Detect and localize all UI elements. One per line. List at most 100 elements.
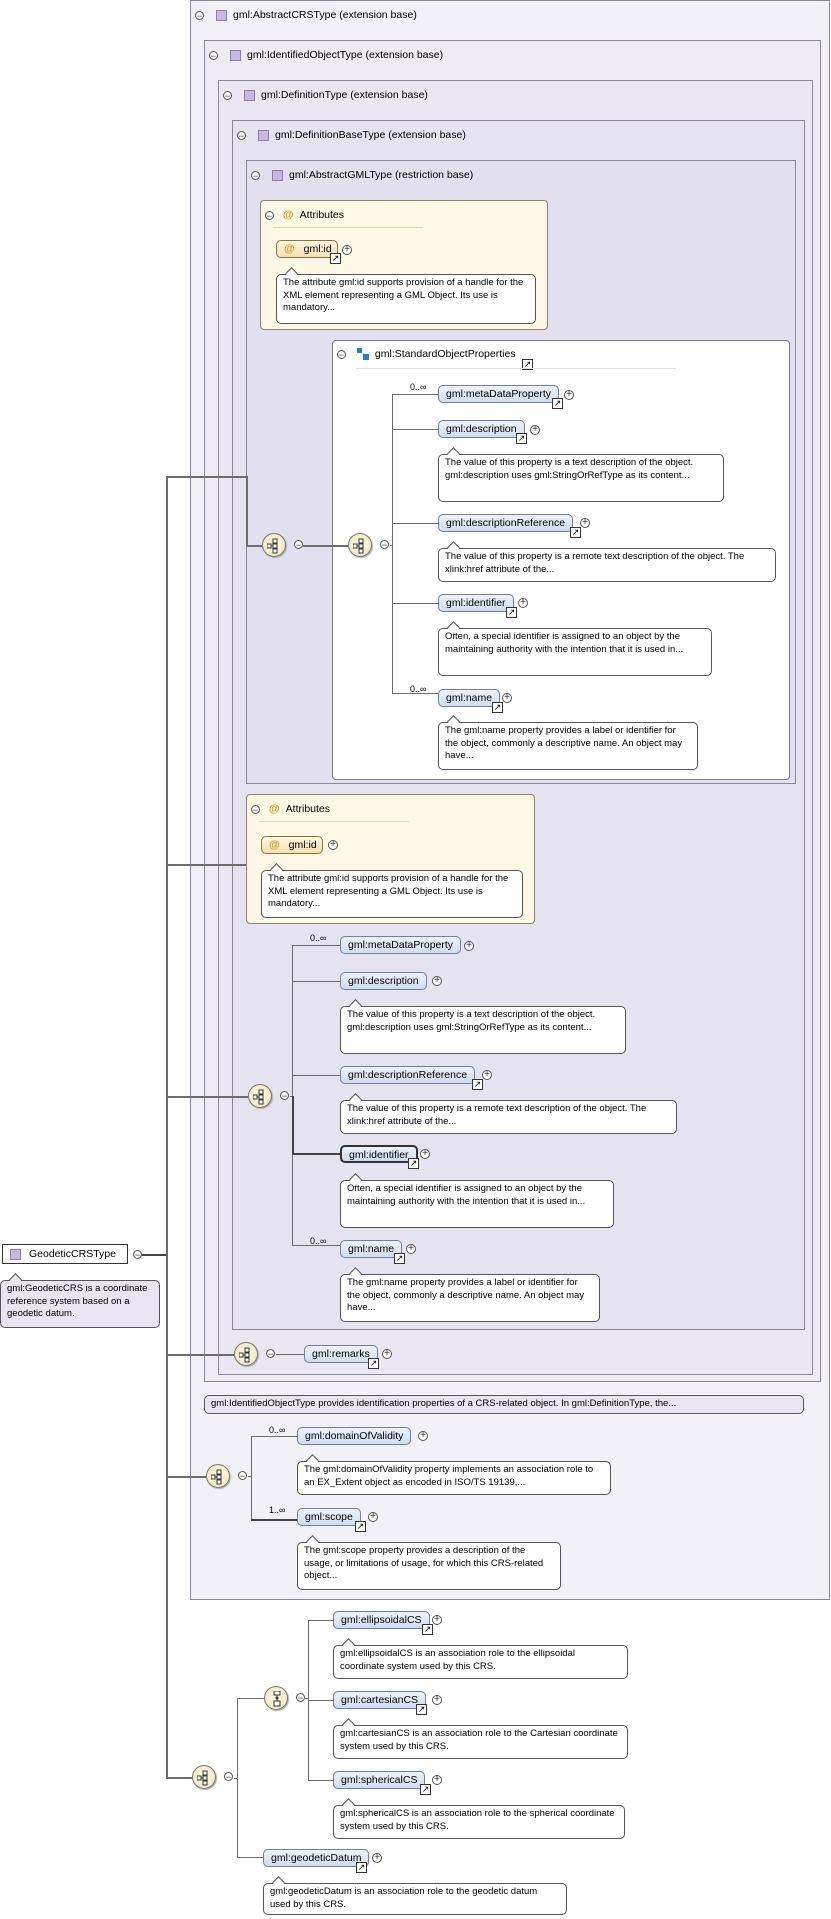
link-icon[interactable]: ↗ [472,1079,483,1090]
expand-icon[interactable]: + [368,1512,378,1522]
link-icon[interactable]: ↗ [492,702,503,713]
expand-icon[interactable]: + [420,1149,430,1159]
collapse-toggle[interactable]: − [133,1250,142,1260]
element-descriptionreference[interactable]: gml:descriptionReference [438,514,574,532]
link-icon[interactable]: ↗ [368,1358,379,1369]
link-icon[interactable]: ↗ [416,1704,427,1715]
element-ellipsoidalcs[interactable]: gml:ellipsoidalCS [333,1611,430,1629]
complex-type-icon [10,1249,21,1260]
element-description[interactable]: gml:description [340,972,427,990]
element-label: gml:metaDataProperty [348,939,454,951]
element-cartesiancs[interactable]: gml:cartesianCS [333,1691,427,1709]
cardinality: 0..∞ [269,1425,286,1435]
collapse-toggle[interactable]: − [224,1772,233,1782]
element-label: gml:remarks [312,1348,370,1360]
expand-icon[interactable]: + [418,1431,428,1441]
expand-icon[interactable]: + [580,518,590,528]
link-icon[interactable]: ↗ [506,607,517,618]
connector [251,1519,297,1521]
element-geodeticdatum[interactable]: gml:geodeticDatum [263,1849,370,1867]
link-icon[interactable]: ↗ [355,1521,366,1532]
element-descriptionreference[interactable]: gml:descriptionReference [340,1066,476,1084]
collapse-toggle[interactable]: − [280,1091,289,1101]
element-description[interactable]: gml:description [438,420,525,438]
sequence-compositor[interactable] [262,533,286,557]
element-label: gml:cartesianCS [341,1694,419,1706]
connector [166,476,168,1778]
collapse-toggle[interactable]: − [266,1349,275,1359]
link-icon[interactable]: ↗ [356,1862,367,1873]
element-name[interactable]: gml:name [438,689,501,707]
sequence-compositor[interactable] [192,1765,216,1789]
collapse-toggle[interactable]: − [223,90,232,101]
expand-icon[interactable]: + [382,1349,392,1359]
expand-icon[interactable]: + [432,1775,442,1785]
link-icon[interactable]: ↗ [420,1784,431,1795]
collapse-toggle[interactable]: − [251,170,260,181]
link-icon[interactable]: ↗ [394,1253,405,1264]
choice-compositor[interactable] [264,1686,288,1710]
collapse-toggle[interactable]: − [195,10,204,21]
collapse-toggle[interactable]: − [251,804,260,815]
attr-gml-id-outer[interactable]: @ gml:id [261,836,323,854]
collapse-toggle[interactable]: − [265,210,274,221]
sequence-compositor[interactable] [234,1342,258,1366]
expand-icon[interactable]: + [372,1853,382,1863]
expand-icon[interactable]: + [518,598,528,608]
element-metadataproperty[interactable]: gml:metaDataProperty [340,936,462,954]
expand-icon[interactable]: + [464,941,474,951]
element-domainofvalidity[interactable]: gml:domainOfValidity [297,1427,412,1445]
link-icon[interactable]: ↗ [522,359,533,370]
expand-icon[interactable]: + [482,1070,492,1080]
connector [237,1857,263,1858]
expand-icon[interactable]: + [432,976,442,986]
name-note: The gml:name property provides a label o… [340,1274,600,1322]
element-sphericalcs[interactable]: gml:sphericalCS [333,1771,426,1789]
element-label: gml:description [446,423,517,435]
expand-icon[interactable]: + [328,840,338,850]
element-label: gml:name [348,1243,395,1255]
element-identifier[interactable]: gml:identifier [438,594,514,612]
expand-icon[interactable]: + [564,390,574,400]
link-icon[interactable]: ↗ [552,398,563,409]
ellipsoidalcs-note: gml:ellipsoidalCS is an association role… [333,1645,628,1679]
expand-icon[interactable]: + [406,1244,416,1254]
element-label: gml:descriptionReference [348,1069,468,1081]
expand-icon[interactable]: + [432,1615,442,1625]
element-remarks[interactable]: gml:remarks [304,1345,378,1363]
identified-object-note: gml:IdentifiedObjectType provides identi… [204,1395,804,1414]
collapse-toggle[interactable]: − [209,50,218,61]
attr-gml-id-inner[interactable]: @ gml:id [276,240,338,258]
sequence-compositor[interactable] [248,1084,272,1108]
element-identifier[interactable]: gml:identifier [340,1145,418,1163]
collapse-toggle[interactable]: − [237,130,246,141]
link-icon[interactable]: ↗ [516,433,527,444]
sequence-compositor[interactable] [348,533,372,557]
collapse-toggle[interactable]: − [296,1693,305,1703]
divider [356,368,676,369]
complex-type-icon [244,89,255,101]
element-scope[interactable]: gml:scope [297,1508,361,1526]
connector [392,693,438,694]
link-icon[interactable]: ↗ [422,1624,433,1635]
collapse-toggle[interactable]: − [380,540,389,550]
collapse-toggle[interactable]: − [294,540,303,550]
root-element[interactable]: GeodeticCRSType [2,1244,128,1264]
connector [290,1096,293,1097]
link-icon[interactable]: ↗ [330,253,341,264]
element-metadataproperty[interactable]: gml:metaDataProperty [438,385,560,403]
expand-icon[interactable]: + [432,1695,442,1705]
element-name[interactable]: gml:name [340,1240,403,1258]
collapse-toggle[interactable]: − [238,1471,247,1481]
frame-header: − gml:IdentifiedObjectType (extension bas… [209,47,443,63]
frame-label: gml:IdentifiedObjectType (extension base… [247,49,444,62]
link-icon[interactable]: ↗ [408,1158,419,1169]
element-label: gml:identifier [349,1149,409,1161]
sequence-compositor[interactable] [206,1464,230,1488]
expand-icon[interactable]: + [342,245,352,255]
expand-icon[interactable]: + [502,693,512,703]
expand-icon[interactable]: + [530,425,540,435]
collapse-toggle[interactable]: − [337,349,346,360]
connector [166,1777,192,1779]
link-icon[interactable]: ↗ [570,527,581,538]
